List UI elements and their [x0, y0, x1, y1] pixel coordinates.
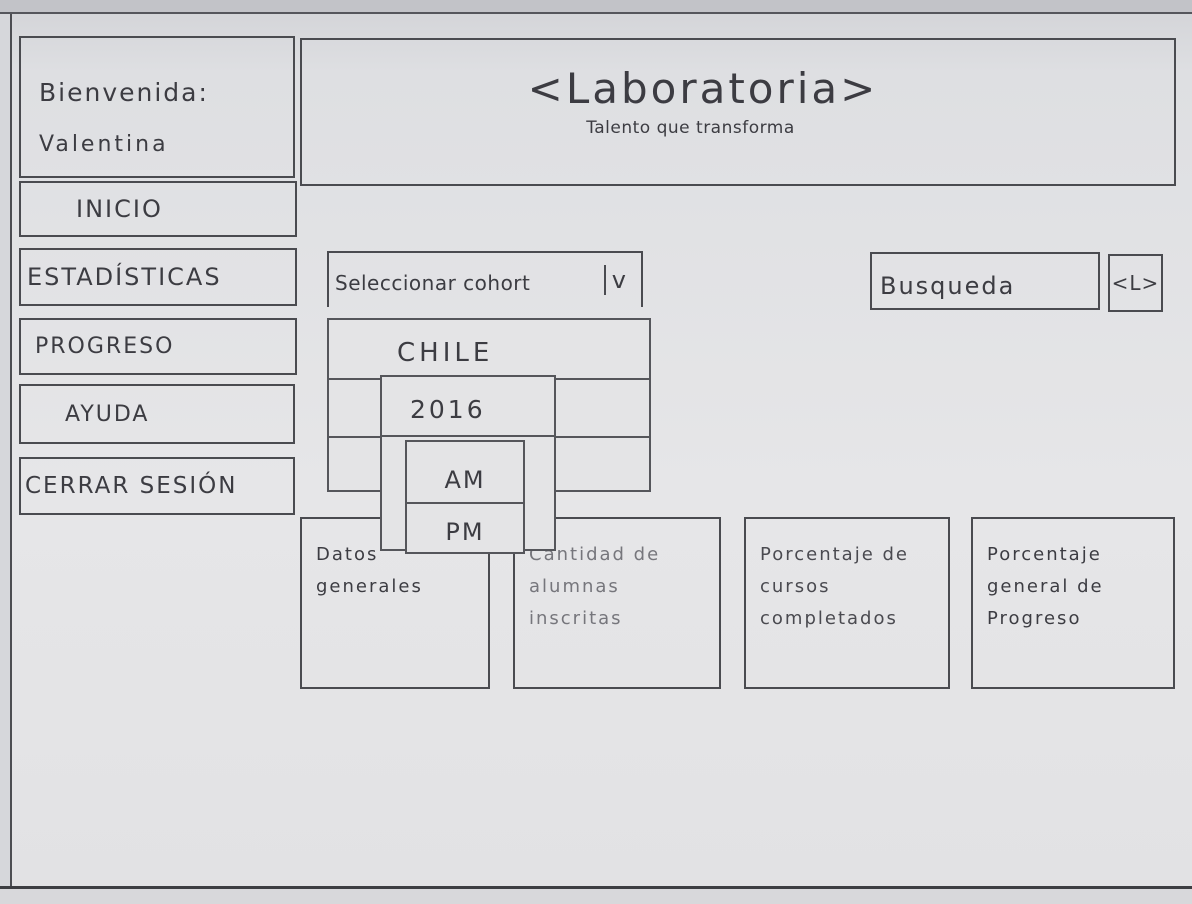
card-porcentaje-cursos[interactable]: Porcentaje de cursos completados [744, 517, 950, 689]
sidebar-item-label: ESTADÍSTICAS [27, 263, 222, 291]
card-label: Porcentaje de cursos completados [760, 544, 909, 629]
search-button[interactable]: <L> [1108, 254, 1163, 312]
brand-tagline: Talento que transforma [586, 118, 795, 138]
paper-left-edge [0, 14, 12, 894]
sidebar-item-label: INICIO [76, 195, 163, 223]
sidebar-item-progreso[interactable]: PROGRESO [19, 318, 297, 375]
sidebar-item-label: PROGRESO [35, 334, 175, 359]
card-label: Cantidad de alumnas inscritas [529, 544, 661, 629]
card-label: Datos generales [316, 544, 423, 597]
card-datos-generales[interactable]: Datos generales [300, 517, 490, 689]
cohort-select[interactable]: Seleccionar cohort v [327, 251, 643, 307]
dropdown-option-year[interactable]: 2016 [410, 395, 486, 424]
dropdown-option-chile[interactable]: CHILE [397, 338, 494, 368]
search-button-label: <L> [1111, 271, 1160, 295]
chevron-down-icon[interactable]: v [603, 265, 627, 295]
header-banner: <Laboratoria> Talento que transforma [300, 38, 1176, 186]
cohort-dropdown-shift: AM PM [405, 440, 525, 554]
brand-title: <Laboratoria> [527, 64, 879, 113]
search-input[interactable]: Busqueda [870, 252, 1100, 310]
sidebar-item-label: AYUDA [65, 401, 150, 427]
sidebar-item-ayuda[interactable]: AYUDA [19, 384, 295, 444]
sidebar-item-label: CERRAR SESIÓN [25, 473, 238, 499]
sidebar-item-inicio[interactable]: INICIO [19, 181, 297, 237]
welcome-panel: Bienvenida: Valentina [19, 36, 295, 178]
user-name: Valentina [39, 132, 169, 157]
dropdown-option-pm[interactable]: PM [445, 518, 485, 546]
paper-top-edge [0, 0, 1192, 14]
paper-bottom-edge [0, 886, 1192, 904]
card-porcentaje-progreso[interactable]: Porcentaje general de Progreso [971, 517, 1175, 689]
dropdown-divider [382, 435, 554, 437]
search-placeholder: Busqueda [880, 272, 1016, 300]
card-label: Porcentaje general de Progreso [987, 544, 1104, 629]
welcome-greeting: Bienvenida: [39, 78, 209, 107]
card-cantidad-alumnas[interactable]: Cantidad de alumnas inscritas [513, 517, 721, 689]
dropdown-divider [407, 502, 523, 504]
sidebar-item-cerrar-sesion[interactable]: CERRAR SESIÓN [19, 457, 295, 515]
cohort-select-label: Seleccionar cohort [335, 271, 531, 295]
dropdown-option-am[interactable]: AM [444, 466, 486, 494]
sidebar-item-estadisticas[interactable]: ESTADÍSTICAS [19, 248, 297, 306]
